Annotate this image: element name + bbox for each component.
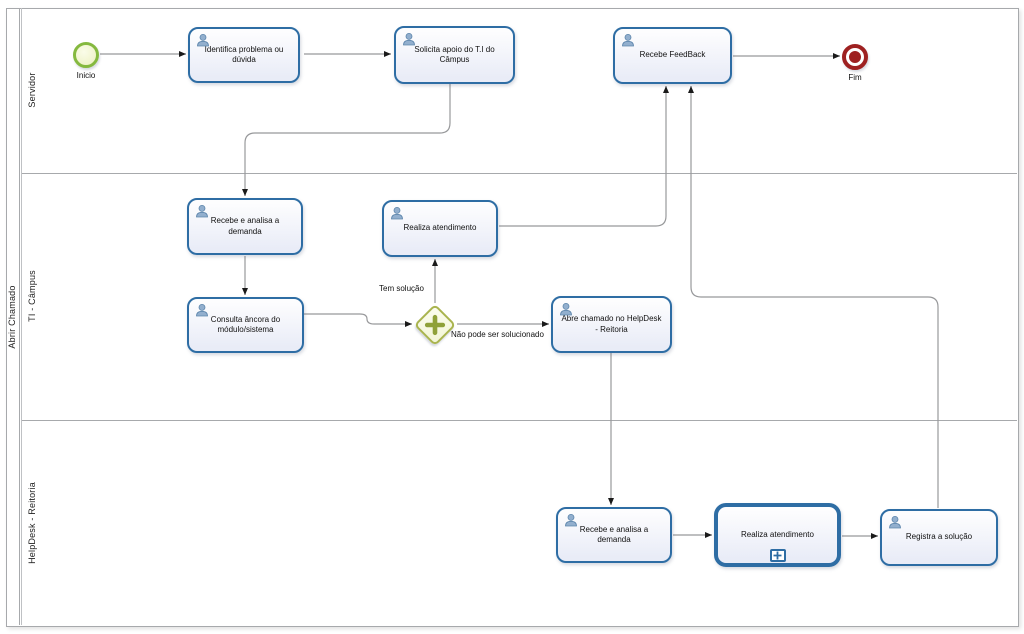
task-identifica-problema[interactable]: Identifica problema ou dúvida (188, 27, 300, 83)
task-recebe-analisa-hd[interactable]: Recebe e analisa a demanda (556, 507, 672, 563)
task-recebe-analisa-ti[interactable]: Recebe e analisa a demanda (187, 198, 303, 255)
task-label: Realiza atendimento (741, 529, 814, 539)
user-icon (197, 34, 209, 47)
user-icon (889, 516, 901, 529)
pool-title-band (6, 8, 20, 625)
subprocess-expand-icon[interactable] (769, 549, 786, 562)
task-registra-solucao[interactable]: Registra a solução (880, 509, 998, 566)
plus-icon (424, 314, 446, 336)
task-solicita-apoio[interactable]: Solicita apoio do T.I do Câmpus (394, 26, 515, 84)
task-label: Abre chamado no HelpDesk - Reitoria (561, 314, 662, 334)
plus-icon (773, 551, 782, 560)
task-label: Recebe e analisa a demanda (579, 524, 649, 544)
user-icon (565, 514, 577, 527)
lane-divider-servidor-ti (22, 173, 1017, 174)
lane-label-servidor: Servidor (27, 72, 37, 108)
task-label: Recebe FeedBack (639, 50, 706, 60)
task-label: Consulta âncora do módulo/sistema (210, 314, 281, 334)
terminate-icon (849, 51, 861, 63)
flow-label-tem-solucao: Tem solução (379, 284, 424, 293)
task-label: Recebe e analisa a demanda (210, 216, 280, 236)
start-event-label: Inicio (76, 71, 96, 80)
task-recebe-feedback[interactable]: Recebe FeedBack (613, 27, 732, 84)
lane-left-border (21, 8, 22, 625)
user-icon (196, 304, 208, 317)
start-event[interactable] (73, 42, 99, 68)
task-abre-chamado[interactable]: Abre chamado no HelpDesk - Reitoria (551, 296, 672, 353)
user-icon (622, 34, 634, 47)
pool-abrir-chamado (6, 8, 1019, 627)
lane-label-ti-campus: TI - Câmpus (27, 270, 37, 322)
user-icon (560, 303, 572, 316)
user-icon (403, 33, 415, 46)
task-label: Solicita apoio do T.I do Câmpus (414, 44, 495, 64)
pool-label: Abrir Chamado (7, 285, 17, 349)
user-icon (391, 207, 403, 220)
task-consulta-ancora[interactable]: Consulta âncora do módulo/sistema (187, 297, 304, 353)
end-event-label: Fim (848, 73, 862, 82)
task-label: Realiza atendimento (403, 223, 477, 233)
flow-label-nao-pode: Não pode ser solucionado (451, 330, 544, 339)
end-event[interactable] (842, 44, 868, 70)
task-label: Registra a solução (905, 532, 973, 542)
task-realiza-atendimento-ti[interactable]: Realiza atendimento (382, 200, 498, 257)
user-icon (196, 205, 208, 218)
lane-divider-ti-helpdesk (22, 420, 1017, 421)
lane-label-helpdesk-reitoria: HelpDesk - Reitoria (27, 482, 37, 564)
subprocess-realiza-atendimento-hd[interactable]: Realiza atendimento (714, 503, 841, 567)
task-label: Identifica problema ou dúvida (204, 44, 284, 64)
